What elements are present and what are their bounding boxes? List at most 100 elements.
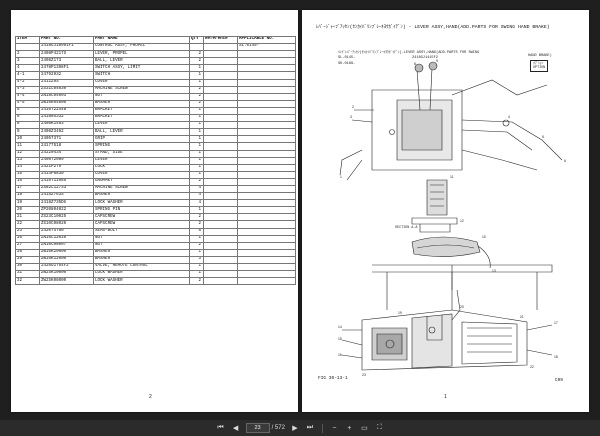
cell-applicable-no: [237, 270, 296, 279]
cell-part-name: WASHER: [93, 248, 190, 257]
cell-item: 23: [15, 227, 40, 236]
cell-part-no: ZS31C04030: [39, 85, 94, 94]
cell-applicable-no: [237, 248, 296, 257]
viewer-toolbar: ⏮ ◀ / 572 ▶ ⏭ − + ▭ ⛶: [0, 420, 600, 436]
cell-item: 22: [15, 220, 40, 229]
zoom-in-icon[interactable]: +: [347, 424, 352, 432]
cell-part-no: 24177518: [39, 142, 94, 151]
fit-page-icon[interactable]: ▭: [361, 425, 368, 432]
cell-reference: [203, 92, 238, 101]
left-page: ITEM PART NO. PART NAME QTY Reference AP…: [11, 10, 298, 412]
svg-text:4: 4: [508, 115, 510, 119]
cell-part-name: STAND, SIDE: [93, 149, 190, 158]
cell-item: 5: [15, 106, 40, 116]
svg-text:10: 10: [482, 235, 486, 239]
cell-qty: 1: [189, 234, 204, 243]
cell-part-no: 24220434: [39, 149, 94, 158]
cell-part-no: 2408Z3482: [39, 128, 94, 137]
cell-part-name: SWITCH: [93, 71, 190, 80]
svg-text:16: 16: [338, 353, 342, 357]
cell-qty: 2: [189, 241, 204, 250]
svg-text:1: 1: [340, 175, 342, 179]
cell-part-no: 2415Z763S: [39, 192, 94, 201]
cell-part-name: COVER: [93, 170, 190, 179]
cell-item: 4-1: [15, 71, 40, 80]
cell-part-name: LOCK WASHER: [93, 277, 190, 286]
cell-applicable-no: [237, 149, 296, 158]
cell-reference: [203, 213, 238, 222]
cell-part-name: LEVER, PROPEL: [93, 50, 190, 59]
cell-reference: [203, 135, 238, 144]
last-page-icon[interactable]: ⏭: [306, 424, 314, 431]
cell-reference: [203, 85, 238, 94]
cell-qty: 1: [189, 106, 204, 116]
cell-qty: 2: [189, 220, 204, 229]
cell-item: 10: [15, 135, 40, 144]
cell-applicable-no: [237, 142, 296, 151]
serial-range-sl: SL-0145-: [338, 56, 356, 60]
cell-applicable-no: [237, 177, 296, 186]
cell-part-name: BRACKET: [93, 114, 190, 123]
cell-reference: [203, 121, 238, 130]
cell-item: 4-2: [15, 78, 40, 87]
zoom-out-icon[interactable]: −: [332, 424, 337, 432]
cell-part-no: 24792932: [39, 71, 94, 80]
col-item: ITEM: [15, 35, 40, 45]
cell-part-no: 2408T2089: [39, 156, 94, 165]
cell-applicable-no: [237, 50, 296, 59]
cell-reference: [203, 255, 238, 265]
cell-part-no: ZP20804022: [39, 206, 94, 215]
prev-page-icon[interactable]: ◀: [232, 425, 239, 432]
section-label: SECTION A-A: [395, 226, 418, 230]
cell-item: 26: [15, 234, 40, 243]
cell-qty: [189, 43, 204, 52]
cell-reference: [203, 262, 238, 272]
page-number-input[interactable]: [245, 423, 270, 433]
cell-part-name: NUT: [93, 241, 190, 250]
col-part-name: PART NAME: [93, 35, 190, 45]
option-en: OPTION: [533, 66, 546, 70]
fullscreen-icon[interactable]: ⛶: [376, 424, 382, 431]
cell-qty: 1: [189, 163, 204, 172]
cell-reference: [203, 114, 238, 123]
cell-reference: [203, 71, 238, 80]
cell-qty: 2: [189, 50, 204, 59]
cell-part-name: CAPSCREW: [93, 220, 190, 229]
parts-table: ITEM PART NO. PART NAME QTY Reference AP…: [15, 35, 296, 286]
cell-part-no: ZS23C10025: [39, 213, 94, 222]
cell-part-no: 2478P1398F1: [39, 64, 94, 73]
cell-qty: 2: [189, 177, 204, 186]
svg-text:19: 19: [398, 311, 402, 315]
cell-reference: [203, 57, 238, 66]
cell-item: 4-4: [15, 92, 40, 101]
cell-qty: 6: [189, 227, 204, 236]
cell-qty: 2: [189, 277, 204, 286]
cell-reference: [203, 241, 238, 250]
cell-item: 29: [15, 255, 40, 265]
right-page-number: 1: [444, 394, 447, 400]
cell-part-no: ZW16K12000: [39, 255, 94, 265]
cell-reference: [203, 234, 238, 243]
first-page-icon[interactable]: ⏮: [217, 424, 224, 431]
cell-applicable-no: SL.0145-: [237, 43, 296, 52]
cell-reference: [203, 184, 238, 194]
col-part-no: PART NO.: [39, 35, 94, 45]
next-page-icon[interactable]: ▶: [292, 425, 298, 432]
cell-item: 32: [15, 277, 40, 286]
cell-part-name: MACHINE SCREW: [93, 184, 190, 194]
cell-part-name: LEVER: [93, 156, 190, 165]
toolbar-divider: [321, 423, 323, 433]
